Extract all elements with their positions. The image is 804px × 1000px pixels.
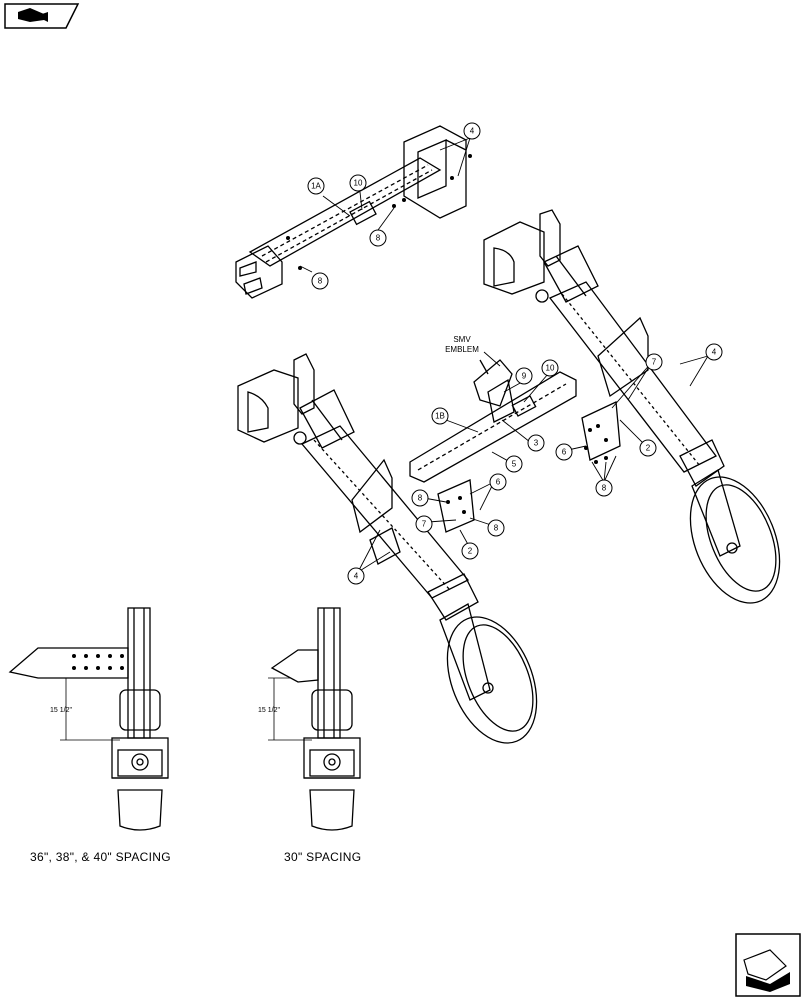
callout-2-right: 2 — [639, 439, 657, 457]
caption-30-spacing: 30" SPACING — [284, 850, 362, 864]
callout-2-left: 2 — [461, 542, 479, 560]
svg-text:EMBLEM: EMBLEM — [445, 345, 479, 354]
svg-text:4: 4 — [470, 127, 475, 136]
svg-text:SMV: SMV — [453, 335, 471, 344]
svg-text:7: 7 — [422, 520, 427, 529]
caption-36-38-40-spacing: 36", 38", & 40" SPACING — [30, 850, 171, 864]
svg-text:8: 8 — [318, 277, 323, 286]
left-wheel-assembly — [237, 353, 538, 744]
callout-8-upper-right: 8 — [369, 229, 387, 247]
detail-30-spacing — [268, 607, 361, 831]
callout-7-left: 7 — [415, 515, 433, 533]
svg-text:7: 7 — [652, 358, 657, 367]
svg-text:4: 4 — [712, 348, 717, 357]
callout-6-right: 6 — [555, 443, 573, 461]
callout-7-right: 7 — [645, 353, 663, 371]
prev-page-button[interactable] — [4, 3, 80, 29]
svg-text:9: 9 — [522, 372, 527, 381]
callout-8-left-lower: 8 — [487, 519, 505, 537]
leader-lines — [299, 137, 709, 573]
callout-1b: 1B — [431, 407, 449, 425]
callout-10-lower: 10 — [541, 359, 559, 377]
callout-6-left: 6 — [489, 473, 507, 491]
right-wheel-assembly — [483, 209, 781, 604]
callout-4-upper: 4 — [463, 122, 481, 140]
svg-text:8: 8 — [376, 234, 381, 243]
svg-text:3: 3 — [534, 439, 539, 448]
svg-text:1A: 1A — [311, 182, 321, 191]
callout-3: 3 — [527, 434, 545, 452]
svg-text:4: 4 — [354, 572, 359, 581]
next-page-arrow-icon — [743, 949, 790, 992]
svg-text:8: 8 — [602, 484, 607, 493]
svg-text:10: 10 — [546, 364, 555, 373]
svg-text:6: 6 — [562, 448, 567, 457]
svg-text:6: 6 — [496, 478, 501, 487]
hardware-dots-1a — [286, 154, 472, 270]
callout-4-left: 4 — [347, 567, 365, 585]
svg-text:2: 2 — [646, 444, 651, 453]
toolbar-1b — [409, 359, 621, 533]
previous-page-arrow-icon — [18, 8, 48, 22]
callout-5: 5 — [505, 455, 523, 473]
callout-1a: 1A — [307, 177, 325, 195]
svg-text:8: 8 — [494, 524, 499, 533]
detail-36-38-40-spacing — [8, 607, 169, 831]
callout-9: 9 — [515, 367, 533, 385]
callout-8-right: 8 — [595, 479, 613, 497]
next-page-button[interactable] — [735, 933, 801, 997]
callout-10-upper: 10 — [349, 174, 367, 192]
svg-text:1B: 1B — [435, 412, 445, 421]
toolbar-1a — [235, 125, 467, 299]
hardware-dots-1b — [446, 424, 608, 514]
svg-text:5: 5 — [512, 460, 517, 469]
svg-text:8: 8 — [418, 494, 423, 503]
svg-text:2: 2 — [468, 547, 473, 556]
callout-8-left-upper: 8 — [411, 489, 429, 507]
callout-8-upper-left: 8 — [311, 272, 329, 290]
dimension-label-right: 15 1/2" — [258, 707, 280, 714]
smv-emblem-label: SMV EMBLEM — [445, 335, 479, 354]
dimension-label-left: 15 1/2" — [50, 707, 72, 714]
svg-text:10: 10 — [354, 179, 363, 188]
callout-4-right: 4 — [705, 343, 723, 361]
